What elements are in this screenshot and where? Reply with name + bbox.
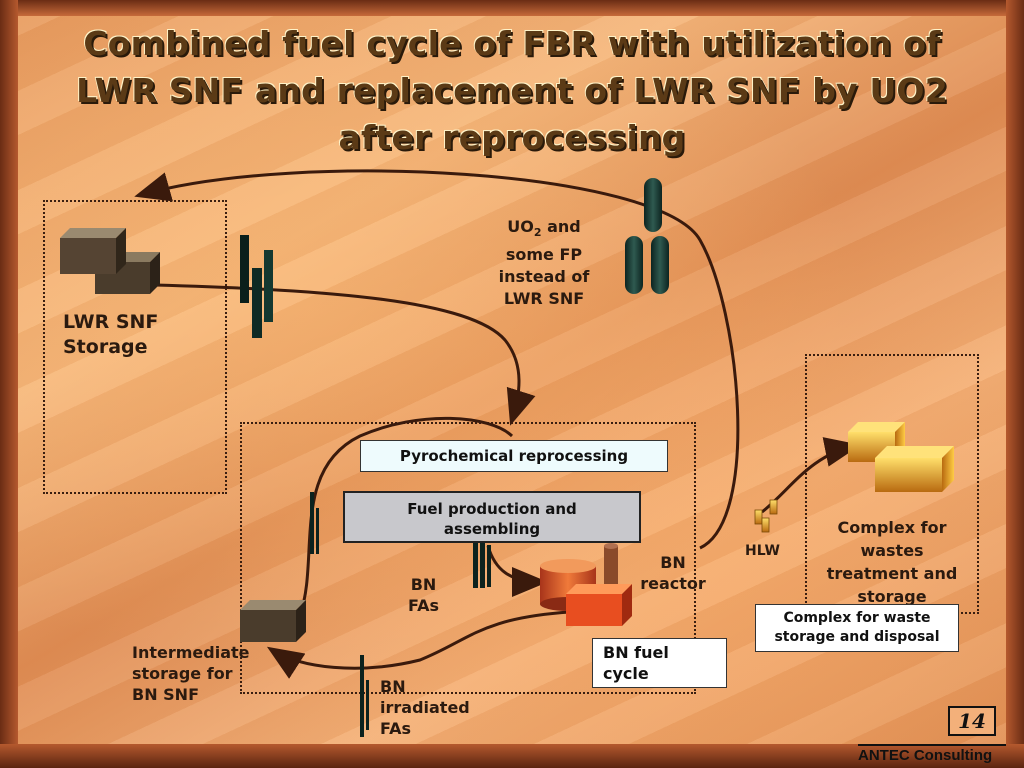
frame-top xyxy=(0,0,1024,16)
bn-fa-casks-icon xyxy=(473,530,491,588)
hlw-canisters-icon xyxy=(754,499,778,533)
waste-complex-boxes-icon xyxy=(848,422,954,492)
intermediate-casks-icon xyxy=(310,492,319,554)
arrow-lwr-to-pyro xyxy=(154,283,536,426)
bn-reactor-icon xyxy=(540,543,632,626)
lwr-casks-icon xyxy=(240,235,273,338)
title-line-2: LWR SNF and replacement of LWR SNF by UO… xyxy=(76,71,948,110)
bn-irradiated-fas-label: BN irradiated FAs xyxy=(380,677,470,738)
hlw-label: HLW xyxy=(745,543,780,559)
arrow-to-lwr-storage xyxy=(134,169,740,550)
intermediate-storage-label: Intermediate storage for BN SNF xyxy=(132,643,250,704)
lwr-storage-boxes-icon xyxy=(60,228,160,294)
frame-left xyxy=(0,0,18,768)
title-line-3: after reprocessing xyxy=(338,118,686,157)
frame-bottom xyxy=(0,744,1024,768)
title-line-1: Combined fuel cycle of FBR with utilizat… xyxy=(83,24,941,63)
arrow-intermediate-to-pyro xyxy=(298,416,514,616)
waste-complex-label: Complex for wastes treatment and storage xyxy=(826,518,958,604)
arrow-fuel-to-reactor xyxy=(486,545,548,597)
pyro-reprocessing-box: Pyrochemical reprocessing xyxy=(360,440,668,472)
footer-brand: ANTEC Consulting xyxy=(858,744,1006,766)
waste-disposal-box: Complex for waste storage and disposal xyxy=(755,604,959,652)
intermediate-storage-box-icon xyxy=(240,600,306,642)
fuel-production-box: Fuel production and assembling xyxy=(343,491,641,543)
irradiated-casks-icon xyxy=(360,655,369,737)
page-number: 14 xyxy=(948,706,996,736)
bn-fuel-cycle-box: BN fuel cycle xyxy=(592,638,727,688)
lwr-storage-label: LWR SNF Storage xyxy=(63,311,159,358)
arrow-reactor-to-intermediate xyxy=(266,610,571,679)
bn-fuel-cycle-region xyxy=(240,422,696,694)
uo2-label: UO2 and some FP instead of LWR SNF xyxy=(498,217,590,309)
frame-right xyxy=(1006,0,1024,768)
bn-reactor-label: BN reactor xyxy=(640,553,706,593)
bn-fas-label: BN FAs xyxy=(408,575,439,615)
uo2-casks-icon xyxy=(625,178,669,294)
slide-title: Combined fuel cycle of FBR with utilizat… xyxy=(30,20,994,161)
